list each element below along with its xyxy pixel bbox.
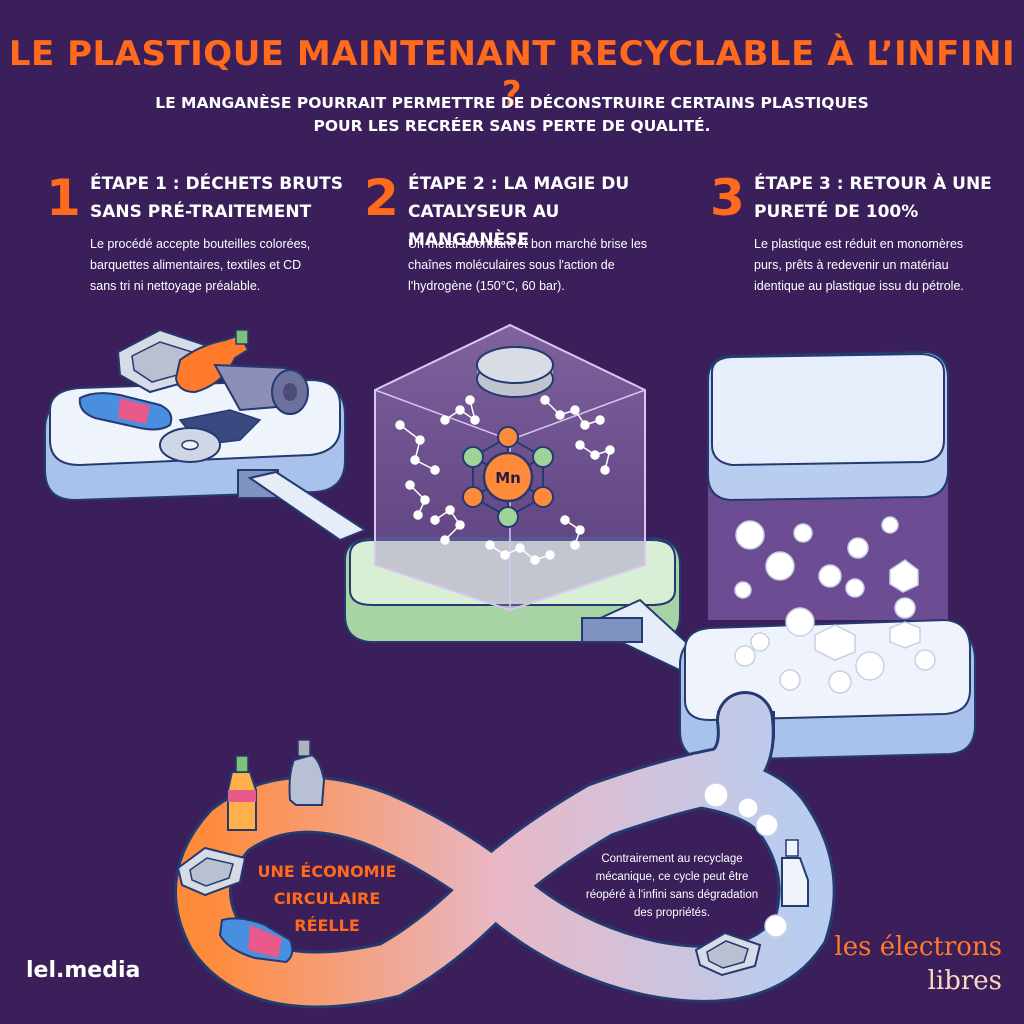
plastic-bottle-icon: [288, 739, 326, 806]
step-3-number: 3: [710, 169, 745, 227]
circular-economy-label: UNE ÉCONOMIE CIRCULAIRE RÉELLE: [257, 862, 397, 935]
food-tray-icon: [694, 931, 762, 977]
plastic-bottle-icon: [781, 839, 809, 907]
purity-chamber: [679, 350, 976, 762]
molecule-icon: [395, 395, 615, 565]
step-2-number: 2: [364, 169, 399, 227]
food-tray-icon: [176, 846, 247, 897]
page-subtitle: LE MANGANÈSE POURRAIT PERMETTRE DE DÉCON…: [155, 94, 869, 135]
manganese-atom-icon: Mn: [462, 426, 554, 528]
step-1-title: ÉTAPE 1 : DÉCHETS BRUTS SANS PRÉ-TRAITEM…: [90, 174, 343, 222]
monomer-sphere-icon: [734, 516, 936, 694]
plastic-bottle-icon: [78, 392, 173, 431]
plastic-bottle-icon: [227, 755, 257, 831]
site-credit: lel.media: [26, 958, 141, 983]
manganese-symbol: Mn: [495, 469, 521, 487]
page-title: LE PLASTIQUE MAINTENANT RECYCLABLE À L’I…: [8, 34, 1016, 114]
cd-disc-icon: [159, 427, 221, 463]
logo-line-1: les électrons: [834, 932, 1002, 962]
step-1-number: 1: [46, 169, 81, 227]
circular-economy-note: Contrairement au recyclage mécanique, ce…: [585, 853, 759, 919]
monomer-sphere-icon: [703, 782, 788, 938]
logo-line-2: libres: [927, 966, 1002, 996]
publisher-logo: les électrons libres: [832, 930, 1002, 998]
conveyor-belt-1: [247, 470, 368, 542]
step-2-title: ÉTAPE 2 : LA MAGIE DU CATALYSEUR AU MANG…: [408, 174, 630, 250]
textile-roll-icon: [213, 363, 309, 415]
step-1-description: Le procédé accepte bouteilles colorées, …: [90, 237, 311, 293]
plastic-bottle-icon: [218, 917, 294, 964]
step-3-description: Le plastique est réduit en monomères pur…: [754, 237, 964, 293]
step-3-title: ÉTAPE 3 : RETOUR À UNE PURETÉ DE 100%: [754, 174, 992, 222]
step-2-description: Un métal abondant et bon marché brise le…: [408, 237, 648, 293]
conveyor-port: [581, 617, 643, 643]
